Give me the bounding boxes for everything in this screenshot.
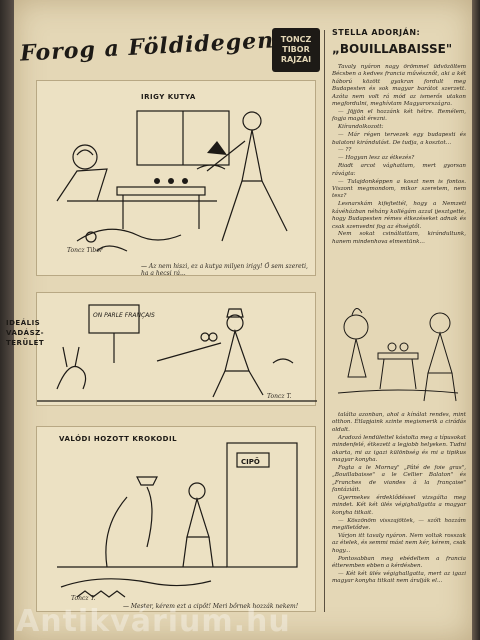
badge-line: TIBOR — [282, 45, 310, 54]
paragraph: Fogta a le Mornay" „Pâté de foie gras", … — [332, 464, 466, 494]
cartoon-drawing: CIPŐ — [57, 442, 298, 598]
paragraph: — ?? — [338, 147, 352, 154]
paragraph: Riadt arcot vághattam, mert gyorsan rává… — [332, 163, 466, 177]
cartoon-drawing: ON PARLE FRANÇAIS — [37, 304, 317, 402]
sign-board — [88, 304, 140, 334]
artist-signature: Toncz T. — [267, 393, 292, 400]
paragraph: Aradozó lendülettel kóstolta meg a típus… — [332, 434, 466, 463]
article-title: „BOUILLABAISSE" — [332, 42, 453, 56]
author-badge: TONCZ TIBOR RAJZAI — [272, 28, 320, 72]
panel-caption: VALÓDI HOZOTT KROKODIL — [59, 435, 178, 443]
paragraph: Várjon itt tavaly nyáron. Nem voltak ros… — [332, 533, 466, 554]
panel-dialog: — Az nem hiszi, ez a kutya milyen irigy!… — [141, 263, 308, 277]
badge-line: RAJZAI — [280, 55, 312, 64]
paragraph: találta azonban, ahol a kínálat rendes, … — [332, 412, 466, 433]
cartoon-drawing — [56, 110, 288, 252]
shop-front — [226, 442, 298, 568]
badge-line: TONCZ — [280, 35, 312, 44]
article-body-continued: találta azonban, ahol a kínálat rendes, … — [332, 412, 466, 586]
panel-caption-ideal: IDEÁLIS VADÁSZ-TERÜLET — [6, 318, 54, 348]
paragraph: — Két két ülés végighallgatta, mert az i… — [332, 571, 466, 585]
sign-text: ON PARLE FRANÇAIS — [93, 312, 155, 319]
artist-signature: Toncz T. — [71, 595, 96, 602]
caption-text: IDEÁLIS VADÁSZ-TERÜLET — [6, 319, 45, 347]
paragraph: Gyermekes érdeklődéssel vizsgálta meg mi… — [332, 494, 466, 516]
article-author: STELLA ADORJÁN: — [332, 28, 421, 37]
paragraph: Pontosabban meg ebédeltem a francia étte… — [332, 555, 466, 570]
paragraph: — Már régen tervezek egy budapesti és ba… — [332, 132, 466, 146]
paragraph: Kiírandolkozott: — [338, 124, 384, 131]
paragraph: Lesnarskám kifejtettél, hogy a Nemzeti k… — [332, 201, 466, 230]
shop-sign: CIPŐ — [241, 457, 260, 466]
paragraph: — Tulajdonképpen a koszt nem is fontos. … — [332, 178, 466, 200]
panel-dialog: — Mester, kérem ezt a cipőt! Meri bőrnek… — [123, 603, 299, 610]
cartoon-panel-crocodile: VALÓDI HOZOTT KROKODIL CIPŐ — Mester, ké… — [36, 426, 316, 612]
artist-signature: Toncz Tibor — [67, 247, 103, 254]
paragraph: — Hogyan lesz az étkezés? — [338, 155, 415, 162]
binding-edge — [0, 0, 14, 640]
cartoon-panel-jealous-dog: IRIGY KUTYA — Az nem hiszi, ez a — [36, 80, 316, 277]
article-column: STELLA ADORJÁN: „BOUILLABAISSE" Tavaly n… — [332, 28, 466, 247]
watermark-text: Antikvárium.hu — [16, 604, 291, 639]
page-header: Forog a Földidegen — [14, 26, 284, 72]
paragraph: Tavaly nyáron nagy örömmel üdvözöltem Bé… — [332, 64, 466, 108]
panel-caption: IRIGY KUTYA — [141, 93, 196, 101]
paragraph: — Jöjjön el hozzánk két hétre. Remélem, … — [332, 108, 466, 123]
paragraph: — Köszönöm visszajöttek, — szólt hozzám … — [332, 517, 466, 532]
paragraph: Nem sokat csináltattam, kirándultunk, ha… — [332, 231, 466, 245]
header-title: Forog a Földidegen — [19, 27, 275, 67]
article-body: Tavaly nyáron nagy örömmel üdvözöltem Bé… — [332, 64, 466, 246]
page-edge — [472, 0, 480, 640]
article-illustration — [337, 308, 459, 402]
column-divider — [324, 30, 325, 612]
cartoon-panel-hunting-ground: ON PARLE FRANÇAIS Toncz T. — [36, 292, 317, 406]
